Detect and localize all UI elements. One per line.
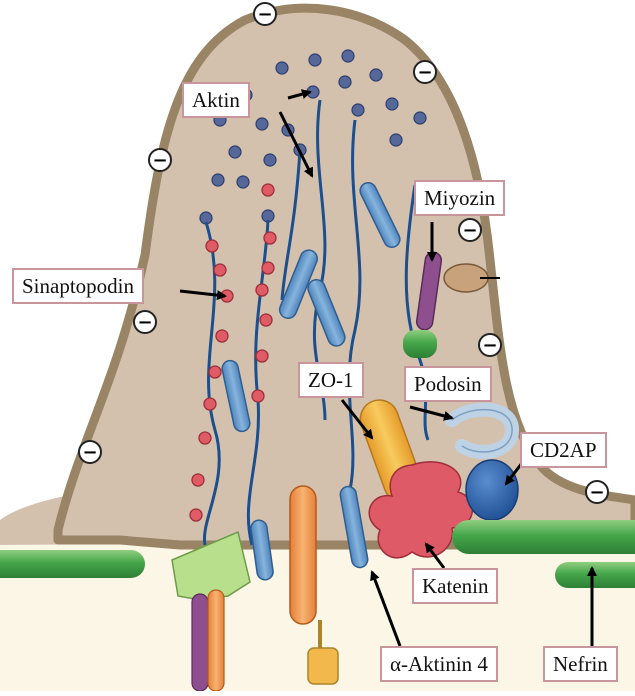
label-zo1: ZO-1: [298, 362, 364, 398]
label-cd2ap: CD2AP: [520, 432, 607, 468]
label-aktin: Aktin: [182, 82, 250, 118]
negative-charge-symbol: −: [152, 150, 167, 171]
negative-charge-symbol: −: [589, 482, 604, 503]
negative-charge-symbol: −: [257, 4, 272, 25]
label-aktinin4: α-Aktinin 4: [380, 646, 498, 682]
myosin-anchor: [403, 330, 437, 358]
label-katenin: Katenin: [412, 568, 498, 604]
negative-charge-symbol: −: [462, 220, 477, 241]
cd2ap-protein: [466, 460, 518, 520]
negative-charge-symbol: −: [82, 442, 97, 463]
nephrin-lower-bar: [555, 562, 635, 588]
label-nefrin: Nefrin: [543, 646, 618, 682]
orange-rod: [290, 486, 316, 624]
nephrin-upper-bar: [452, 520, 635, 554]
integrin-alpha: [192, 594, 208, 691]
label-podosin: Podosin: [404, 366, 492, 402]
negative-charge-symbol: −: [137, 312, 152, 333]
label-sinaptopodin: Sinaptopodin: [12, 268, 144, 304]
negative-charge-symbol: −: [482, 335, 497, 356]
integrin-beta: [208, 590, 224, 691]
orange-box: [308, 648, 338, 684]
left-slit-bar: [0, 550, 145, 578]
negative-charge-symbol: −: [417, 62, 432, 83]
label-miyozin: Miyozin: [414, 180, 505, 216]
